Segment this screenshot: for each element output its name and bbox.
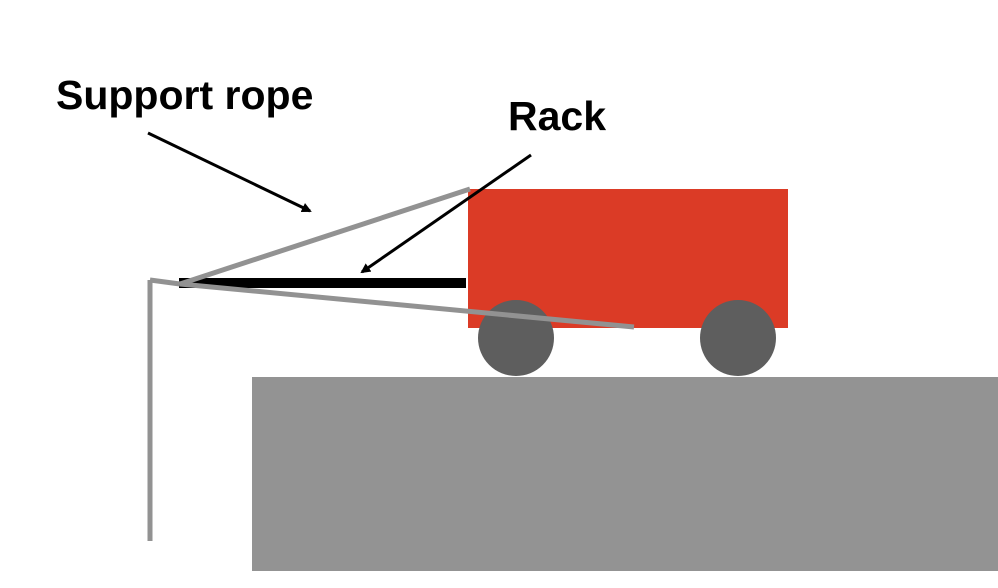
rack-arrow xyxy=(360,153,532,274)
rear-wheel xyxy=(700,300,776,376)
support-post-top xyxy=(149,277,181,287)
support-rope-upper xyxy=(179,186,471,287)
support-rope-arrow xyxy=(147,131,312,213)
support-rope-lower xyxy=(179,281,635,330)
rack-bar xyxy=(179,278,466,288)
ground-block xyxy=(252,377,998,571)
support-rope-label: Support rope xyxy=(56,72,313,118)
rack-label: Rack xyxy=(508,93,606,139)
